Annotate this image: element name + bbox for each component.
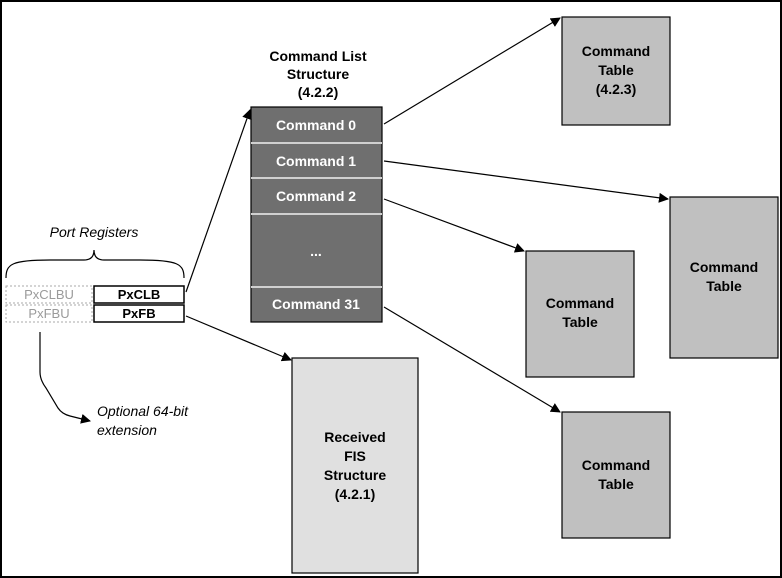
register-pxclbu-label: PxCLBU bbox=[24, 287, 74, 302]
optional-note-line2: extension bbox=[97, 422, 157, 438]
arrow-pxfb-to-received-fis bbox=[185, 315, 292, 362]
received-fis-structure: Received FIS Structure (4.2.1) bbox=[291, 357, 419, 574]
command-list-title-line3: (4.2.2) bbox=[298, 84, 338, 100]
optional-extension-arrow bbox=[39, 332, 91, 424]
received-fis-line4: (4.2.1) bbox=[335, 486, 375, 502]
command-table-2: Command Table bbox=[525, 250, 635, 378]
command-slot-2: Command 2 bbox=[276, 188, 356, 204]
received-fis-line2: FIS bbox=[344, 448, 366, 464]
command-table-0-line2: Table bbox=[598, 62, 634, 78]
command-table-2-line2: Table bbox=[562, 314, 598, 330]
command-list-title-line2: Structure bbox=[287, 66, 349, 82]
arrow-pxclb-to-command-list bbox=[185, 109, 252, 293]
command-slot-ellipsis: ... bbox=[310, 243, 322, 259]
register-pxclb: PxCLB bbox=[93, 285, 185, 304]
optional-note-line1: Optional 64-bit bbox=[97, 403, 189, 419]
arrow-command1-to-table1 bbox=[383, 160, 669, 203]
command-list-structure: Command 0 Command 1 Command 2 ... Comman… bbox=[250, 106, 383, 323]
command-list-title-line1: Command List bbox=[269, 48, 367, 64]
register-pxfbu: PxFBU bbox=[5, 304, 93, 323]
command-slot-1: Command 1 bbox=[276, 153, 356, 169]
command-table-1-line1: Command bbox=[690, 259, 758, 275]
command-table-1: Command Table bbox=[669, 196, 779, 359]
arrow-command31-to-table3 bbox=[383, 306, 561, 413]
received-fis-line1: Received bbox=[324, 429, 385, 445]
arrow-command2-to-table2 bbox=[383, 198, 525, 253]
arrow-command0-to-table0 bbox=[383, 17, 561, 125]
port-registers-label: Port Registers bbox=[50, 224, 139, 240]
command-table-0-line1: Command bbox=[582, 43, 650, 59]
command-table-3-line1: Command bbox=[582, 457, 650, 473]
register-pxfbu-label: PxFBU bbox=[28, 306, 69, 321]
port-registers-brace bbox=[5, 249, 185, 279]
register-pxfb-label: PxFB bbox=[122, 306, 155, 321]
command-table-0-line3: (4.2.3) bbox=[596, 81, 636, 97]
command-slot-31: Command 31 bbox=[272, 296, 360, 312]
received-fis-line3: Structure bbox=[324, 467, 386, 483]
register-pxfb: PxFB bbox=[93, 304, 185, 323]
command-table-1-line2: Table bbox=[706, 278, 742, 294]
command-table-3: Command Table bbox=[561, 411, 671, 539]
register-pxclb-label: PxCLB bbox=[118, 287, 161, 302]
register-pxclbu: PxCLBU bbox=[5, 285, 93, 304]
command-table-3-line2: Table bbox=[598, 476, 634, 492]
command-table-2-line1: Command bbox=[546, 295, 614, 311]
command-table-0: Command Table (4.2.3) bbox=[561, 16, 671, 126]
command-slot-0: Command 0 bbox=[276, 117, 356, 133]
